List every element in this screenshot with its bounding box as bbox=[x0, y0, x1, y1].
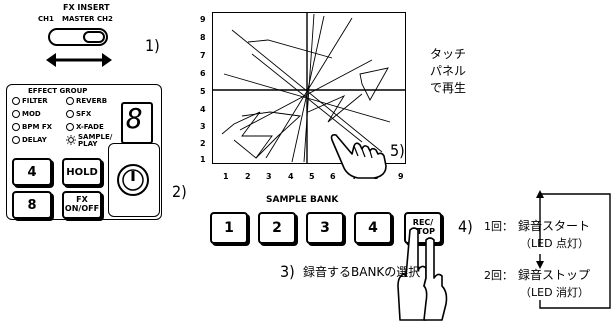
led-bpmfx-icon bbox=[12, 123, 20, 131]
effect-mod-label: MOD bbox=[22, 110, 41, 118]
led-xfade-icon bbox=[66, 123, 74, 131]
led-lit-sample-play-icon bbox=[66, 135, 76, 145]
sample-bank-4-button[interactable]: 4 bbox=[354, 212, 392, 244]
touch-panel-drawing bbox=[212, 12, 406, 164]
beat-4-button[interactable]: 4 bbox=[12, 158, 52, 186]
hold-button[interactable]: HOLD bbox=[62, 158, 102, 186]
effect-filter[interactable]: FILTER bbox=[12, 97, 48, 105]
x-tick-5: 5 bbox=[309, 172, 315, 181]
step-3-label: 3) bbox=[280, 262, 295, 281]
fx-insert-title: FX INSERT bbox=[63, 3, 110, 12]
record-second-led: （LED 消灯） bbox=[520, 286, 590, 299]
arrow-up-icon bbox=[536, 190, 544, 198]
step-4-label: 4) bbox=[458, 217, 473, 236]
x-tick-6: 6 bbox=[330, 172, 336, 181]
y-tick-6: 6 bbox=[200, 69, 206, 78]
effect-xfade[interactable]: X-FADE bbox=[66, 123, 104, 131]
step-2-label: 2) bbox=[172, 182, 187, 201]
fx-insert-switch-knob[interactable] bbox=[83, 31, 105, 43]
beat-8-button[interactable]: 8 bbox=[12, 191, 52, 219]
x-tick-2: 2 bbox=[245, 172, 251, 181]
double-arrow-icon bbox=[46, 53, 112, 67]
effect-sfx-label: SFX bbox=[76, 110, 92, 118]
fx-insert-master-label: MASTER bbox=[62, 15, 95, 23]
touch-hand-icon bbox=[330, 134, 387, 179]
fx-insert-ch2-label: CH2 bbox=[97, 15, 113, 23]
record-second-label: 2回： bbox=[484, 269, 513, 282]
y-tick-1: 1 bbox=[200, 155, 206, 164]
x-tick-1: 1 bbox=[223, 172, 229, 181]
effect-reverb[interactable]: REVERB bbox=[66, 97, 107, 105]
record-first-led: （LED 点灯） bbox=[520, 237, 590, 250]
segment-display-value: 8 bbox=[126, 102, 143, 135]
led-filter-icon bbox=[12, 97, 20, 105]
y-tick-9: 9 bbox=[200, 15, 206, 24]
effect-sfx[interactable]: SFX bbox=[66, 110, 91, 118]
fx-onoff-button[interactable]: FX ON/OFF bbox=[62, 191, 102, 219]
touch-panel-caption-line2: パネル bbox=[430, 64, 467, 78]
y-tick-5: 5 bbox=[200, 87, 206, 96]
press-hands-icon bbox=[397, 227, 448, 321]
level-knob-icon[interactable] bbox=[115, 162, 151, 198]
touch-panel-caption-line1: タッチ bbox=[430, 47, 467, 61]
effect-sample-play[interactable]: SAMPLE/ PLAY bbox=[66, 133, 113, 149]
effect-filter-label: FILTER bbox=[22, 97, 48, 105]
led-reverb-icon bbox=[66, 97, 74, 105]
touch-panel[interactable] bbox=[212, 12, 406, 164]
led-sfx-icon bbox=[66, 110, 74, 118]
record-flow-arrows bbox=[536, 190, 611, 309]
x-tick-9: 9 bbox=[398, 172, 404, 181]
touch-panel-caption-line3: で再生 bbox=[430, 81, 467, 95]
effect-sample-play-label: SAMPLE/ PLAY bbox=[78, 133, 113, 149]
step-3-text: 録音するBANKの選択 bbox=[303, 265, 421, 279]
led-delay-icon bbox=[12, 136, 20, 144]
record-second-action: 録音ストップ bbox=[518, 268, 591, 282]
sample-bank-3-button[interactable]: 3 bbox=[306, 212, 344, 244]
y-tick-8: 8 bbox=[200, 33, 206, 42]
y-tick-3: 3 bbox=[200, 122, 206, 131]
effect-delay[interactable]: DELAY bbox=[12, 136, 47, 144]
sample-bank-title: SAMPLE BANK bbox=[266, 195, 339, 205]
record-first-label: 1回： bbox=[484, 220, 513, 233]
knob-panel bbox=[108, 143, 160, 217]
y-tick-4: 4 bbox=[200, 105, 206, 114]
effect-mod[interactable]: MOD bbox=[12, 110, 41, 118]
step-5-label: 5) bbox=[390, 141, 405, 160]
x-tick-4: 4 bbox=[288, 172, 294, 181]
effect-xfade-label: X-FADE bbox=[76, 123, 104, 131]
y-tick-7: 7 bbox=[200, 51, 206, 60]
effect-bpmfx[interactable]: BPM FX bbox=[12, 123, 52, 131]
sample-bank-2-button[interactable]: 2 bbox=[258, 212, 296, 244]
record-first-action: 録音スタート bbox=[518, 219, 591, 233]
x-tick-3: 3 bbox=[266, 172, 272, 181]
effect-bpmfx-label: BPM FX bbox=[22, 123, 53, 131]
sample-bank-1-button[interactable]: 1 bbox=[210, 212, 248, 244]
effect-group-title: EFFECT GROUP bbox=[28, 87, 88, 95]
step-1-label: 1) bbox=[145, 36, 160, 55]
rec-stop-button[interactable]: REC/ STOP bbox=[404, 212, 442, 244]
effect-group-panel bbox=[6, 84, 162, 220]
led-mod-icon bbox=[12, 110, 20, 118]
fx-insert-switch[interactable] bbox=[48, 28, 108, 46]
arrow-down-icon bbox=[536, 261, 544, 269]
effect-delay-label: DELAY bbox=[22, 136, 47, 144]
fx-insert-ch1-label: CH1 bbox=[38, 15, 54, 23]
effect-reverb-label: REVERB bbox=[76, 97, 108, 105]
y-tick-2: 2 bbox=[200, 139, 206, 148]
